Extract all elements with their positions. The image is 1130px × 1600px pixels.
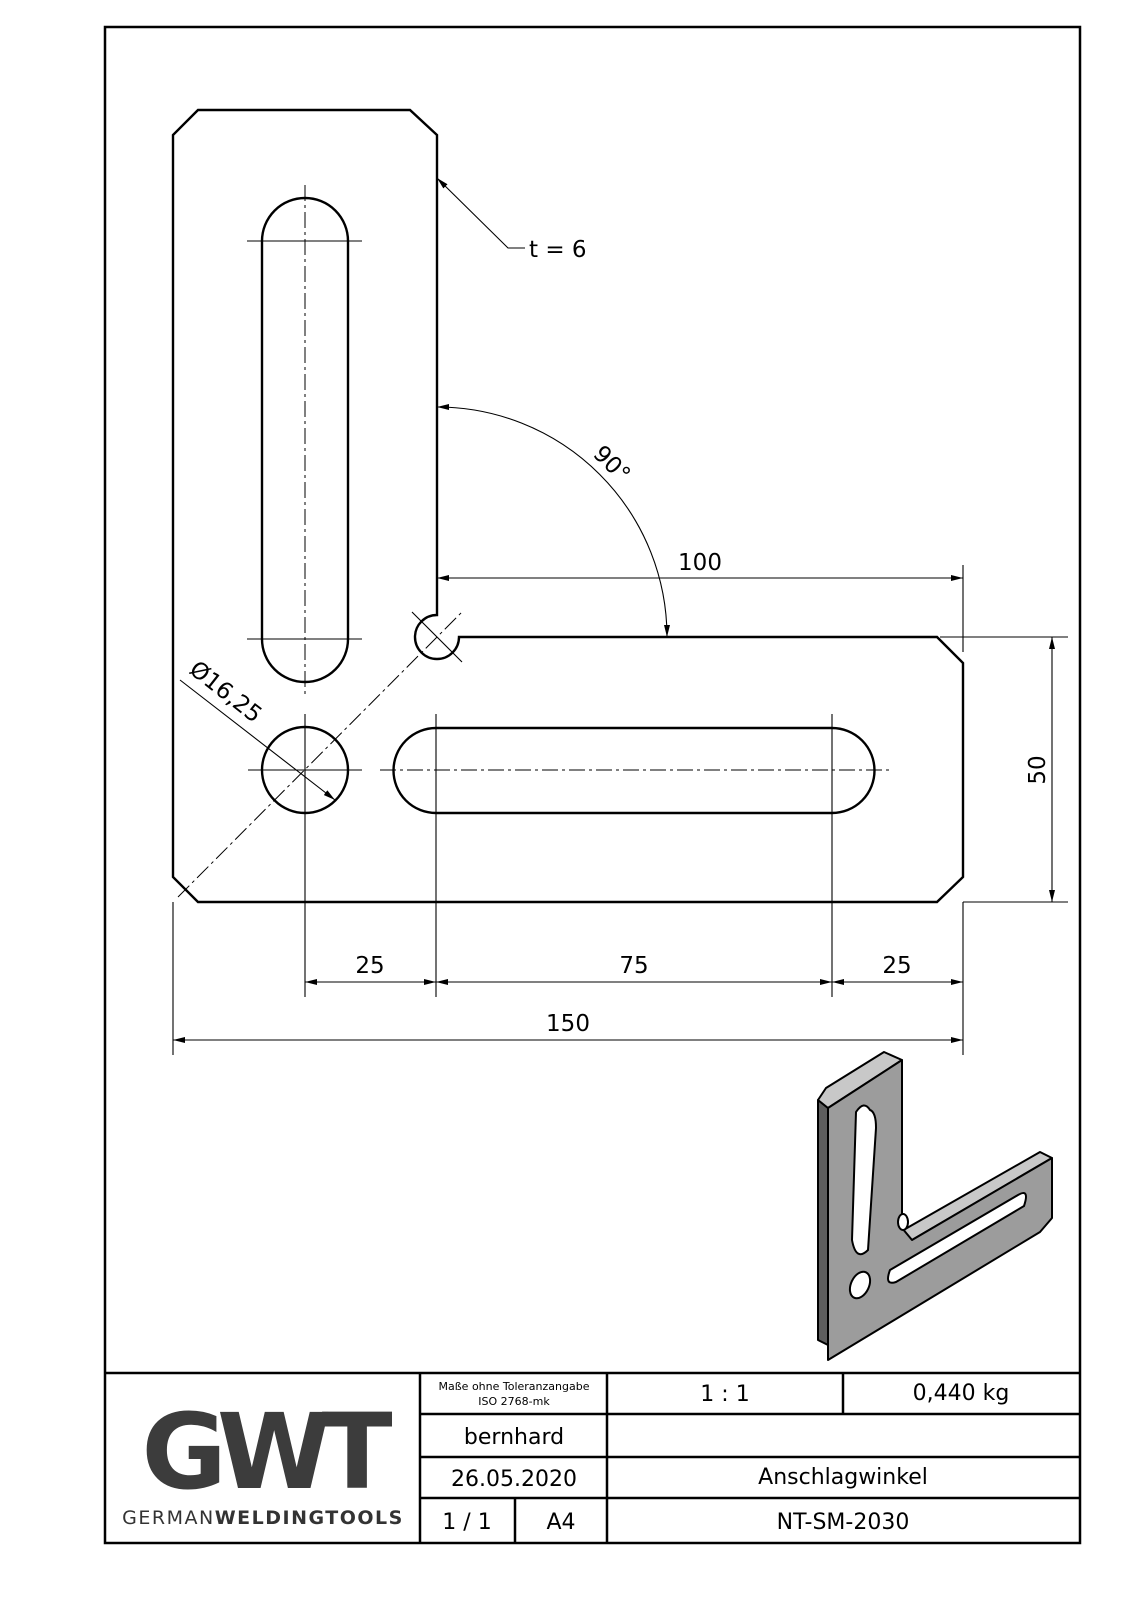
dimension-50: 50 [940, 636, 1068, 903]
sheet-number: 1 / 1 [442, 1510, 491, 1535]
centerlines [177, 185, 890, 898]
scale: 1 : 1 [700, 1382, 749, 1407]
svg-text:50: 50 [1025, 755, 1051, 784]
drawing-frame [103, 25, 1082, 1545]
gwt-logo: GWT GERMANWELDINGTOOLS [122, 1391, 404, 1529]
angle-label: 90° [588, 441, 635, 488]
svg-text:25: 25 [355, 953, 384, 979]
thickness-label: t = 6 [529, 237, 587, 263]
paper-format: A4 [546, 1510, 575, 1535]
part-number: NT-SM-2030 [777, 1510, 910, 1535]
svg-text:25: 25 [882, 953, 911, 979]
svg-text:75: 75 [619, 953, 648, 979]
tolerance-line1: Maße ohne Toleranzangabe [439, 1380, 590, 1393]
author: bernhard [464, 1425, 564, 1450]
weight: 0,440 kg [913, 1381, 1010, 1406]
date: 26.05.2020 [451, 1467, 577, 1492]
logo-mark: GWT [141, 1391, 392, 1513]
svg-text:150: 150 [546, 1011, 590, 1037]
thickness-leader: t = 6 [436, 177, 587, 263]
angle-dimension: 90° [436, 404, 670, 638]
title-block-grid [105, 1371, 1080, 1543]
tolerance-line2: ISO 2768-mk [478, 1395, 550, 1408]
isometric-view [817, 1051, 1053, 1361]
part-outline [171, 108, 965, 904]
drawing-title: Anschlagwinkel [758, 1465, 928, 1490]
logo-wordmark: GERMANWELDINGTOOLS [122, 1507, 404, 1529]
svg-text:100: 100 [678, 550, 722, 576]
bottom-dimensions: 25 75 25 150 [172, 826, 964, 1055]
